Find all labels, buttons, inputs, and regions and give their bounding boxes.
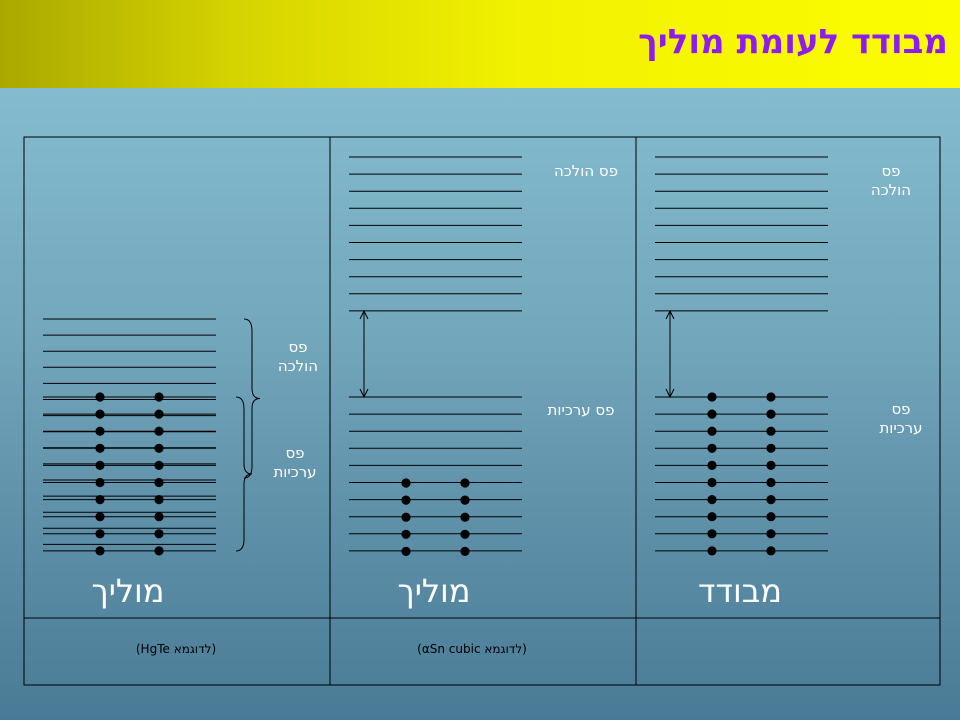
electron-dot <box>95 512 105 522</box>
electron-dot <box>707 512 717 522</box>
electron-dot <box>154 426 164 436</box>
electron-dot <box>401 495 411 505</box>
label-line: ערכיות <box>273 463 317 481</box>
label-line: פס <box>891 400 911 418</box>
label-line: פס <box>285 444 305 462</box>
electron-dot <box>401 478 411 488</box>
electron-dot <box>707 529 717 539</box>
electron-dot <box>707 409 717 419</box>
overlap-title: מוליך <box>91 572 165 610</box>
valence-brace <box>235 396 253 552</box>
overlap-example: (לדוגמא HgTe) <box>135 642 217 656</box>
electron-dot <box>95 460 105 470</box>
electron-dot <box>154 409 164 419</box>
electron-dot <box>154 512 164 522</box>
electron-dot <box>401 546 411 557</box>
conduction-brace <box>243 318 261 479</box>
electron-dot <box>766 529 776 539</box>
conductor-example: (לדוגמא αSn cubic) <box>417 642 527 656</box>
electron-dot <box>95 392 105 402</box>
header-bar <box>0 0 960 88</box>
electron-dot <box>460 512 470 522</box>
insulator-conduction-label: פס הולכה <box>846 162 936 200</box>
electron-dot <box>154 477 164 488</box>
electron-dot <box>95 529 105 539</box>
band-gap-arrowhead <box>665 309 675 320</box>
electron-dot <box>460 546 470 557</box>
band-gap-arrowhead <box>359 309 369 320</box>
overlap-valence-label: פס ערכיות <box>262 444 328 482</box>
electron-dot <box>95 546 105 556</box>
band-gap-arrowhead <box>359 388 369 399</box>
electron-dot <box>154 443 164 453</box>
electron-dot <box>460 529 470 539</box>
label-line: ערכיות <box>879 419 923 437</box>
electron-dot <box>707 460 717 470</box>
electron-dot <box>766 460 776 470</box>
electron-dot <box>766 546 776 556</box>
electron-dot <box>154 495 164 505</box>
electron-dot <box>154 392 164 402</box>
page-title: מבודד לעומת מוליך <box>638 22 948 62</box>
electron-dot <box>95 443 105 453</box>
label-line: הולכה <box>870 181 912 199</box>
electron-dot <box>766 512 776 522</box>
label-line: פס <box>288 338 308 356</box>
electron-dot <box>766 392 776 402</box>
overlap-conduction-label: פס הולכה <box>268 338 328 376</box>
electron-dot <box>154 529 164 539</box>
insulator-valence-label: פס ערכיות <box>846 400 956 438</box>
label-line: הולכה <box>277 357 319 375</box>
electron-dot <box>95 477 105 488</box>
label-line: פס הולכה <box>553 162 618 180</box>
electron-dot <box>401 529 411 539</box>
electron-dot <box>707 443 717 453</box>
electron-dot <box>766 477 776 488</box>
electron-dot <box>707 495 717 505</box>
label-line: פס ערכיות <box>547 401 615 419</box>
electron-dot <box>766 409 776 419</box>
electron-dot <box>460 495 470 505</box>
electron-dot <box>707 392 717 402</box>
electron-dot <box>154 460 164 470</box>
band-gap-arrowhead <box>665 388 675 399</box>
conductor-conduction-label: פס הולכה <box>536 162 636 181</box>
electron-dot <box>707 477 717 488</box>
electron-dot <box>95 426 105 436</box>
insulator-title: מבודד <box>698 572 782 610</box>
diagram-frame <box>23 136 941 686</box>
electron-dot <box>707 426 717 436</box>
electron-dot <box>707 546 717 556</box>
electron-dot <box>95 495 105 505</box>
electron-dot <box>401 512 411 522</box>
electron-dot <box>154 546 164 556</box>
frame-border <box>23 136 941 686</box>
conductor-title: מוליך <box>397 572 471 610</box>
conductor-valence-label: פס ערכיות <box>526 401 636 420</box>
electron-dot <box>766 426 776 436</box>
electron-dot <box>95 409 105 419</box>
electron-dot <box>766 495 776 505</box>
electron-dot <box>460 478 470 488</box>
electron-dot <box>766 443 776 453</box>
label-line: פס <box>881 162 901 180</box>
